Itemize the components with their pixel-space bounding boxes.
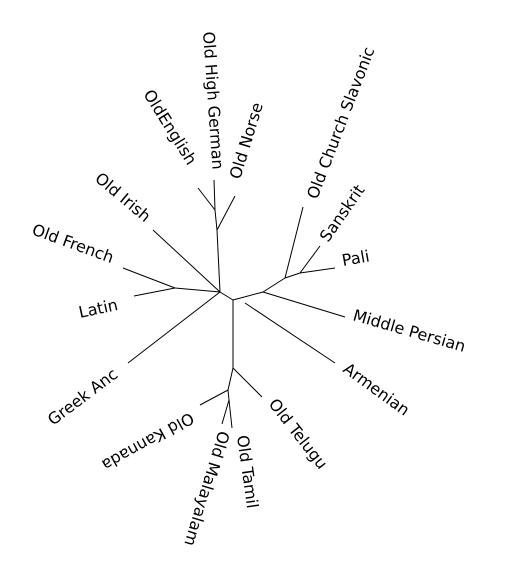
branch-root-west <box>219 291 234 301</box>
branch-old-church-slavonic <box>284 206 304 279</box>
leaf-label-middle-persian: Middle Persian <box>351 306 468 356</box>
leaf-label-old-kannada: Old Kannada <box>99 409 198 475</box>
leaf-label-old-church-slavonic: Old Church Slavonic <box>303 44 378 201</box>
leaf-label-greek-anc: Greek Anc <box>44 364 121 429</box>
branch-old-high-german <box>213 179 216 211</box>
branch-sanskrit <box>299 245 321 274</box>
tree-leaf-labels: Old High German OldEnglish Old Norse Old… <box>30 31 468 548</box>
branch-old-malayalam <box>221 399 230 425</box>
branch-dravidian-node <box>227 367 234 391</box>
branch-middle-persian <box>262 291 346 318</box>
leaf-label-old-french: Old French <box>30 220 117 267</box>
branch-old-telugu <box>232 367 263 398</box>
leaf-label-latin: Latin <box>77 295 120 322</box>
leaf-label-old-english: OldEnglish <box>140 86 201 168</box>
branch-old-irish <box>152 229 221 293</box>
leaf-label-pali: Pali <box>340 246 371 270</box>
branch-greek-anc <box>127 291 221 364</box>
leaf-label-old-tamil: Old Tamil <box>233 434 262 510</box>
branch-armenian <box>244 302 336 364</box>
branch-old-tamil <box>228 399 233 429</box>
branch-tamil-malayalam-node <box>227 389 230 401</box>
leaf-label-old-telugu: Old Telugu <box>265 395 332 473</box>
branch-latin <box>133 287 176 297</box>
branch-germanic-node <box>214 209 218 231</box>
leaf-label-old-irish: Old Irish <box>91 169 154 226</box>
branch-indic-stem <box>262 277 286 293</box>
branch-root-east <box>232 291 264 301</box>
branch-old-norse <box>216 195 236 231</box>
branch-germanic-stem <box>216 229 221 293</box>
leaf-label-old-high-german: Old High German <box>199 31 228 170</box>
leaf-label-armenian: Armenian <box>340 359 414 420</box>
tree-branches <box>122 179 346 429</box>
branch-pali <box>299 267 336 274</box>
leaf-label-old-norse: Old Norse <box>226 100 267 181</box>
branch-indic-node <box>284 272 301 279</box>
branch-romance-stem <box>174 287 221 293</box>
branch-old-english <box>197 187 216 211</box>
leaf-label-old-malayalam: Old Malayalam <box>180 429 233 549</box>
branch-old-french <box>122 267 176 289</box>
branch-old-kannada <box>199 389 229 406</box>
